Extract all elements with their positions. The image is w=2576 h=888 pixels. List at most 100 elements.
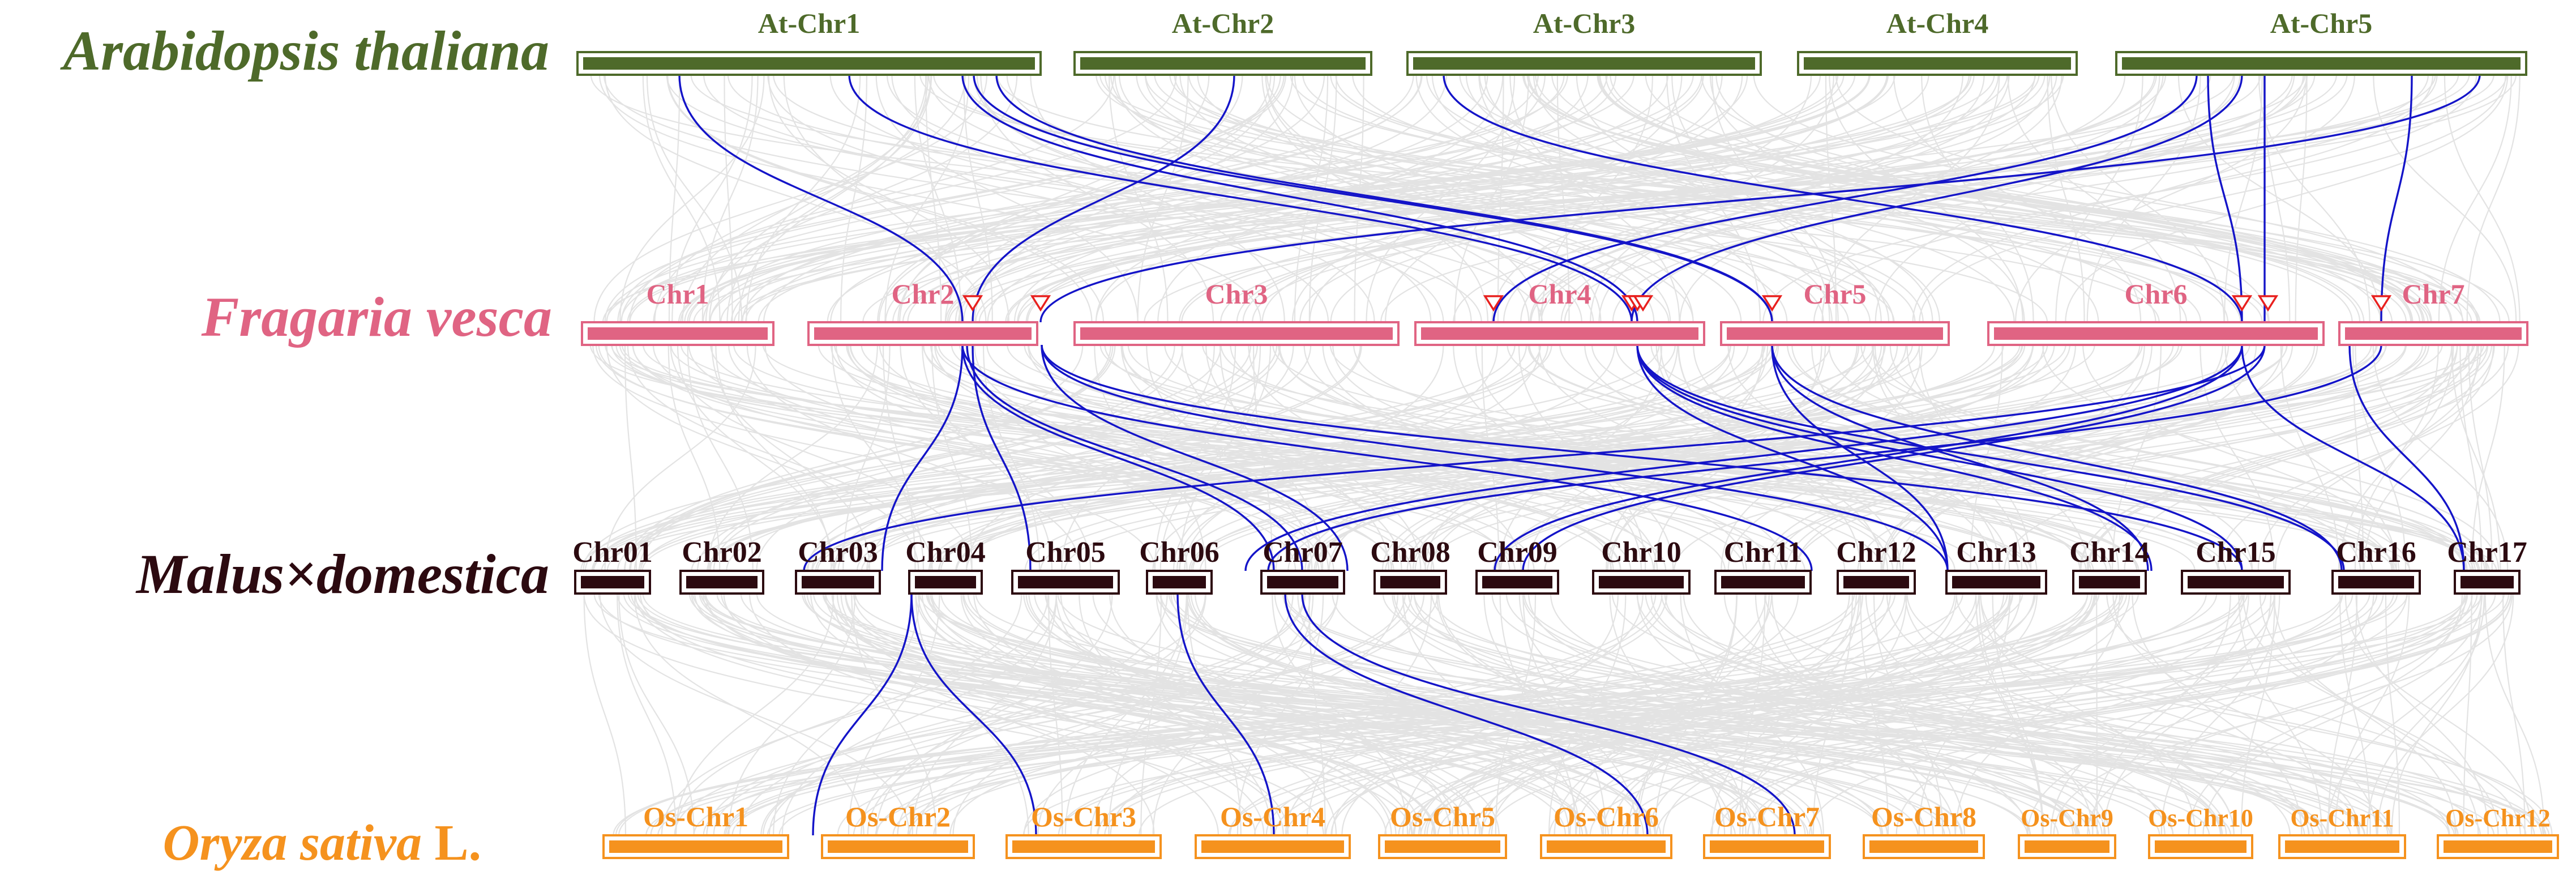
chromosome-label: Chr2 <box>891 278 954 310</box>
chromosome-bar <box>2155 840 2246 853</box>
chromosome-label: Os-Chr6 <box>1554 801 1659 832</box>
chromosome-label: Chr08 <box>1370 536 1450 569</box>
chromosome-md-11: Chr11 <box>1714 536 1812 595</box>
chromosome-bar <box>686 576 758 588</box>
chromosome-label: Os-Chr9 <box>2021 804 2113 832</box>
chromosome-label: Chr04 <box>905 536 986 569</box>
highlight-link <box>995 74 1773 323</box>
highlight-link <box>1267 344 2382 571</box>
chromosome-label: Chr14 <box>2069 536 2150 569</box>
species-label-md: Malus×domestica <box>135 543 549 605</box>
chromosome-label: Os-Chr12 <box>2445 804 2551 832</box>
chromosome-bar <box>2345 327 2522 340</box>
chromosome-fv-4: Chr4 <box>1414 278 1705 346</box>
gene-marker-triangle <box>1483 295 1504 312</box>
chromosome-fv-5: Chr5 <box>1720 278 1950 346</box>
chromosome-bar <box>915 576 976 588</box>
highlight-link <box>1522 344 2266 571</box>
chromosome-bar <box>1727 327 1943 340</box>
chromosome-bar <box>2188 576 2284 588</box>
chromosome-os-4: Os-Chr4 <box>1195 801 1351 859</box>
chromosome-at-2: At-Chr2 <box>1073 7 1372 76</box>
chromosome-bar <box>1385 840 1500 853</box>
highlight-link <box>1284 593 1649 836</box>
highlight-link <box>881 344 964 571</box>
species-label-suffix: L. <box>422 815 481 871</box>
background-synteny-links <box>580 74 2553 836</box>
gene-marker-triangle <box>2257 295 2279 312</box>
chromosome-md-2: Chr02 <box>679 536 764 595</box>
gene-marker-triangle <box>962 295 983 312</box>
chromosome-label: Chr01 <box>572 536 653 569</box>
chromosome-fv-1: Chr1 <box>581 278 774 346</box>
chromosome-label: At-Chr2 <box>1172 7 1274 39</box>
chromosome-bar <box>1482 576 1552 588</box>
highlight-link <box>812 593 913 836</box>
chromosome-md-16: Chr16 <box>2331 536 2421 595</box>
species-label-at: Arabidopsis thaliana <box>59 19 549 82</box>
highlight-link <box>1041 344 2243 571</box>
chromosome-label: Os-Chr2 <box>845 801 951 832</box>
chromosome-bar <box>1710 840 1824 853</box>
highlight-link <box>2380 74 2413 323</box>
chromosome-md-3: Chr03 <box>795 536 881 595</box>
chromosome-bar <box>609 840 782 853</box>
chromosome-os-5: Os-Chr5 <box>1378 801 1507 859</box>
highlight-link <box>1771 344 2343 571</box>
chromosome-md-9: Chr09 <box>1475 536 1559 595</box>
chromosome-os-12: Os-Chr12 <box>2437 804 2559 859</box>
highlight-link <box>1636 344 1949 571</box>
chromosome-label: Chr1 <box>646 278 709 310</box>
chromosome-fv-3: Chr3 <box>1073 278 1400 346</box>
chromosome-md-10: Chr10 <box>1592 536 1691 595</box>
chromosome-os-3: Os-Chr3 <box>1005 801 1162 859</box>
chromosome-md-12: Chr12 <box>1836 536 1916 595</box>
chromosome-bar <box>2079 576 2140 588</box>
chromosome-bar <box>1804 57 2071 70</box>
chromosome-label: Os-Chr7 <box>1714 801 1820 832</box>
chromosome-label: Chr11 <box>1724 536 1803 569</box>
highlight-link <box>1636 344 2243 571</box>
chromosome-bar <box>1080 57 1366 70</box>
chromosome-bar <box>2122 57 2521 70</box>
chromosome-label: Chr4 <box>1528 278 1591 310</box>
chromosome-bar <box>2338 576 2414 588</box>
highlight-link <box>961 74 1638 323</box>
highlight-link <box>961 344 1813 571</box>
chromosome-md-8: Chr08 <box>1370 536 1450 595</box>
chromosome-label: Chr13 <box>1956 536 2036 569</box>
chromosome-bar <box>1952 576 2040 588</box>
chromosome-md-13: Chr13 <box>1945 536 2047 595</box>
highlight-link <box>961 344 1275 571</box>
chromosome-md-5: Chr05 <box>1011 536 1120 595</box>
chromosome-bar <box>1380 576 1440 588</box>
highlight-link <box>972 74 1235 323</box>
chromosome-os-7: Os-Chr7 <box>1703 801 1831 859</box>
highlight-link <box>2207 74 2243 323</box>
chromosome-md-17: Chr17 <box>2447 536 2527 595</box>
chromosome-label: Os-Chr8 <box>1871 801 1976 832</box>
chromosome-bar <box>1267 576 1338 588</box>
chromosome-label: Chr02 <box>682 536 762 569</box>
gene-marker-triangle <box>1761 295 1783 312</box>
highlight-link <box>678 74 964 323</box>
chromosome-label: Chr06 <box>1139 536 1219 569</box>
chromosome-at-4: At-Chr4 <box>1797 7 2078 76</box>
chromosome-label: Os-Chr10 <box>2148 804 2253 832</box>
chromosome-bar <box>1547 840 1666 853</box>
gene-marker-triangle <box>2231 295 2253 312</box>
chromosome-label: Os-Chr4 <box>1220 801 1325 832</box>
chromosome-md-6: Chr06 <box>1139 536 1219 595</box>
chromosome-label: Chr12 <box>1836 536 1916 569</box>
chromosome-os-11: Os-Chr11 <box>2278 804 2406 859</box>
chromosome-md-14: Chr14 <box>2069 536 2150 595</box>
chromosome-os-10: Os-Chr10 <box>2148 804 2253 859</box>
chromosome-at-3: At-Chr3 <box>1406 7 1762 76</box>
highlight-link <box>1041 344 1949 571</box>
chromosome-md-15: Chr15 <box>2181 536 2291 595</box>
background-link-bundle <box>580 74 2553 836</box>
highlight-link <box>2241 344 2465 571</box>
chromosome-label: Os-Chr3 <box>1031 801 1136 832</box>
chromosome-label: Chr5 <box>1803 278 1866 310</box>
